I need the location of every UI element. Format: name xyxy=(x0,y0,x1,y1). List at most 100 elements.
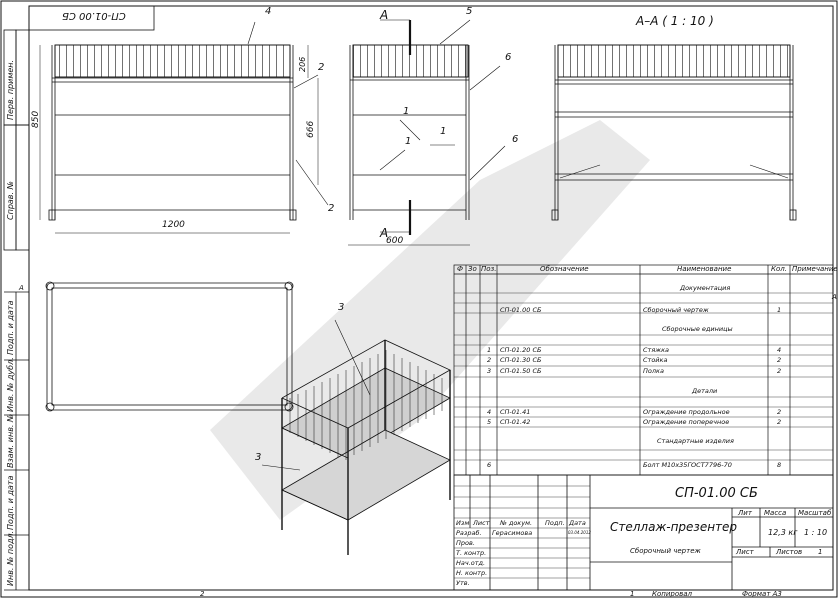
title-lit-label: Лит xyxy=(738,509,752,517)
callout-2-front-top: 2 xyxy=(318,62,325,73)
spec-header-qty: Кол. xyxy=(771,265,787,273)
spec-row-qty: 2 xyxy=(777,408,782,416)
footer-copied: Копировал xyxy=(652,590,692,598)
callout-1-c: 1 xyxy=(405,136,412,147)
front-view xyxy=(39,21,329,234)
spec-table-grid xyxy=(453,264,834,476)
section-letter-top: A xyxy=(380,8,389,22)
role-utv: Утв. xyxy=(456,579,470,587)
footer-format: Формат А3 xyxy=(742,590,782,598)
change-header-doc-no: № докум. xyxy=(500,519,533,527)
spec-row-pos: 6 xyxy=(487,461,492,469)
change-header-sign: Подп. xyxy=(545,519,565,527)
spec-row-pos: 3 xyxy=(487,367,492,375)
spec-header-name: Наименование xyxy=(677,265,732,273)
callout-6-top: 6 xyxy=(505,52,512,63)
spec-row-name: Болт М10х35ГОСТ7796-70 xyxy=(643,461,732,469)
title-mass-label: Масса xyxy=(764,509,787,517)
callout-6-bottom: 6 xyxy=(512,134,519,145)
change-header-izm: Изм xyxy=(456,519,470,527)
spec-section-parts: Детали xyxy=(692,387,718,395)
spec-row-qty: 2 xyxy=(777,356,782,364)
spec-row-pos: 1 xyxy=(487,346,492,354)
role-prov: Пров. xyxy=(456,539,475,547)
title-doc-type: Сборочный чертеж xyxy=(630,547,701,555)
developer-name: Герасимова xyxy=(492,529,533,537)
spec-row-name: Стяжка xyxy=(643,346,669,354)
callout-3-bottom: 3 xyxy=(255,452,262,463)
title-block-grid xyxy=(453,474,834,591)
left-strip xyxy=(3,29,30,591)
spec-row-qty: 2 xyxy=(777,418,782,426)
spec-row-name: Сборочный чертеж xyxy=(643,306,709,314)
callout-2-front-bottom: 2 xyxy=(328,203,335,214)
spec-row-designation: СП-01.00 СБ xyxy=(500,306,542,314)
dim-600: 600 xyxy=(386,236,404,246)
callout-4: 4 xyxy=(265,6,272,17)
spec-row-name: Полка xyxy=(643,367,664,375)
strip-label-vzam-inv: Взам. инв. № xyxy=(6,413,15,468)
dim-206: 206 xyxy=(298,56,307,72)
spec-section-standard: Стандартные изделия xyxy=(657,437,734,445)
role-n-kontr: Н. контр. xyxy=(456,569,488,577)
title-mass-value: 12,3 кг xyxy=(768,528,798,537)
callout-1-b: 1 xyxy=(440,126,447,137)
spec-header-pos: Поз. xyxy=(481,265,497,273)
title-doc-code: СП-01.00 СБ xyxy=(675,486,758,501)
spec-header-note: Примечание xyxy=(792,265,838,273)
dim-666: 666 xyxy=(306,120,316,138)
footer-center-num: 1 xyxy=(630,590,635,598)
spec-header-format: Ф xyxy=(457,265,464,273)
role-razrab: Разраб. xyxy=(456,529,482,537)
strip-label-sprav-no: Справ. № xyxy=(6,181,15,220)
role-nach-otd: Нач.отд. xyxy=(456,559,486,567)
developer-date: 03.04.2012 xyxy=(568,530,591,535)
section-view xyxy=(551,44,797,221)
spec-section-assemblies: Сборочные единицы xyxy=(662,325,733,333)
top-view xyxy=(45,281,294,412)
title-sheet-label: Лист xyxy=(736,548,754,556)
strip-label-inv-podl: Инв. № подл. xyxy=(6,530,15,586)
side-view xyxy=(348,19,506,246)
title-scale-label: Масштаб xyxy=(798,509,832,517)
spec-row-designation: СП-01.42 xyxy=(500,418,531,426)
section-letter-bottom: A xyxy=(380,226,389,240)
spec-header-designation: Обозначение xyxy=(540,265,589,273)
strip-label-perv-primen: Перв. примен. xyxy=(6,59,15,120)
iso-view xyxy=(261,319,451,555)
callout-3-top: 3 xyxy=(338,302,345,313)
spec-row-qty: 2 xyxy=(777,367,782,375)
callout-5: 5 xyxy=(466,6,473,17)
spec-row-designation: СП-01.20 СБ xyxy=(500,346,542,354)
spec-row-pos: 4 xyxy=(487,408,492,416)
strip-label-podp-data-1: Подп. и дата xyxy=(6,300,15,356)
spec-header-zone: Зо xyxy=(468,265,477,273)
spec-row-name: Стойка xyxy=(643,356,668,364)
spec-row-pos: 5 xyxy=(487,418,492,426)
change-header-list: Лист xyxy=(473,519,490,527)
stamp-code: СП-01.00 СБ xyxy=(62,10,126,21)
change-header-date: Дата xyxy=(569,519,586,527)
spec-row-qty: 1 xyxy=(777,306,782,314)
strip-label-inv-dubl: Инв. № дубл. xyxy=(6,357,15,412)
dim-850: 850 xyxy=(31,110,41,128)
title-sheets-value: 1 xyxy=(818,548,823,556)
role-t-kontr: Т. контр. xyxy=(456,549,487,557)
spec-row-qty: 8 xyxy=(777,461,782,469)
spec-row-name: Ограждение продольное xyxy=(643,408,730,416)
section-title: A–A ( 1 : 10 ) xyxy=(636,14,714,28)
title-sheets-label: Листов xyxy=(776,548,803,556)
dim-1200: 1200 xyxy=(162,220,185,230)
spec-row-designation: СП-01.30 СБ xyxy=(500,356,542,364)
callout-1-a: 1 xyxy=(403,106,410,117)
spec-row-designation: СП-01.41 xyxy=(500,408,531,416)
title-product-name: Стеллаж-презентер xyxy=(610,520,738,534)
right-marker-a: A xyxy=(832,293,837,301)
spec-row-name: Ограждение поперечное xyxy=(643,418,730,426)
spec-section-docs: Документация xyxy=(680,284,731,292)
spec-row-pos: 2 xyxy=(487,356,492,364)
title-scale-value: 1 : 10 xyxy=(804,528,828,537)
strip-marker-a: A xyxy=(19,284,24,292)
strip-label-podp-data-2: Подп. и дата xyxy=(6,475,15,531)
